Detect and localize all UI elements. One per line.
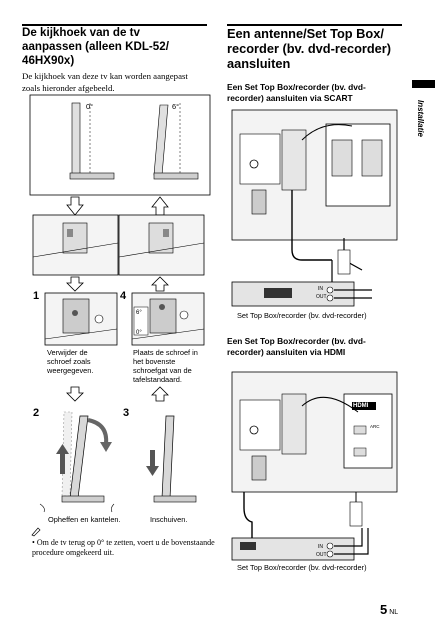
left-heading-rule	[22, 24, 207, 26]
left-intro: De kijkhoek van deze tv kan worden aange…	[22, 71, 188, 93]
hdmi-diagram	[231, 371, 398, 561]
step-2-caption: Opheffen en kantelen.	[48, 515, 121, 524]
section-tab-label: Installatie	[416, 100, 425, 137]
step-1-illustration	[44, 292, 118, 346]
step-2-number: 2	[33, 407, 40, 419]
scart-in-label: IN	[318, 286, 323, 292]
arrow-up-icon	[151, 196, 169, 216]
arrow-down-icon	[66, 196, 84, 216]
step-1-caption: Verwijder de schroef zoals weergegeven.	[47, 348, 94, 375]
stand-closeup-left	[32, 214, 119, 276]
angle-0-label: 0°	[86, 102, 94, 111]
step-2-illustration	[39, 411, 115, 513]
note-body: Om de tv terug op 0° te zetten, voert u …	[32, 538, 215, 557]
hdmi-port-label: HDMI	[353, 403, 369, 409]
section-tab-marker	[412, 80, 435, 88]
hdmi-arc-label: ARC	[370, 424, 380, 429]
arrow-down-icon	[66, 386, 84, 402]
step-4-inset-6: 6°	[136, 310, 142, 316]
left-heading: De kijkhoek van de tv aanpassen (alleen …	[22, 26, 169, 67]
angle-6-label: 6°	[172, 102, 180, 111]
right-heading: Een antenne/Set Top Box/ recorder (bv. d…	[227, 26, 392, 71]
step-4-inset-0: 0°	[136, 330, 142, 336]
step-4-caption: Plaats de schroef in het bovenste schroe…	[133, 348, 198, 384]
step-4-number: 4	[120, 290, 127, 302]
step-4-illustration	[131, 292, 205, 346]
step-3-number: 3	[123, 407, 130, 419]
note-text: • Om de tv terug op 0° te zetten, voert …	[32, 538, 215, 557]
hdmi-in-label: IN	[318, 544, 323, 550]
step-3-illustration	[146, 415, 197, 503]
page-language: NL	[389, 609, 399, 616]
note-icon	[31, 527, 41, 537]
step-1-number: 1	[33, 290, 40, 302]
stand-closeup-right	[118, 214, 205, 276]
hdmi-caption: Set Top Box/recorder (bv. dvd-recorder)	[237, 563, 367, 572]
hdmi-subheading: Een Set Top Box/recorder (bv. dvd-record…	[227, 336, 366, 357]
arrow-down-icon	[66, 276, 84, 292]
step-3-caption: Inschuiven.	[150, 515, 188, 524]
arrow-up-icon	[151, 276, 169, 292]
scart-diagram	[231, 109, 398, 307]
page-number-value: 5	[380, 602, 388, 617]
tv-angle-illustration	[29, 94, 211, 196]
scart-subheading: Een Set Top Box/recorder (bv. dvd-record…	[227, 82, 366, 103]
right-heading-rule	[227, 24, 402, 26]
scart-out-label: OUT	[316, 294, 327, 300]
arrow-up-icon	[151, 386, 169, 402]
scart-caption: Set Top Box/recorder (bv. dvd-recorder)	[237, 311, 367, 320]
hdmi-out-label: OUT	[316, 552, 327, 558]
